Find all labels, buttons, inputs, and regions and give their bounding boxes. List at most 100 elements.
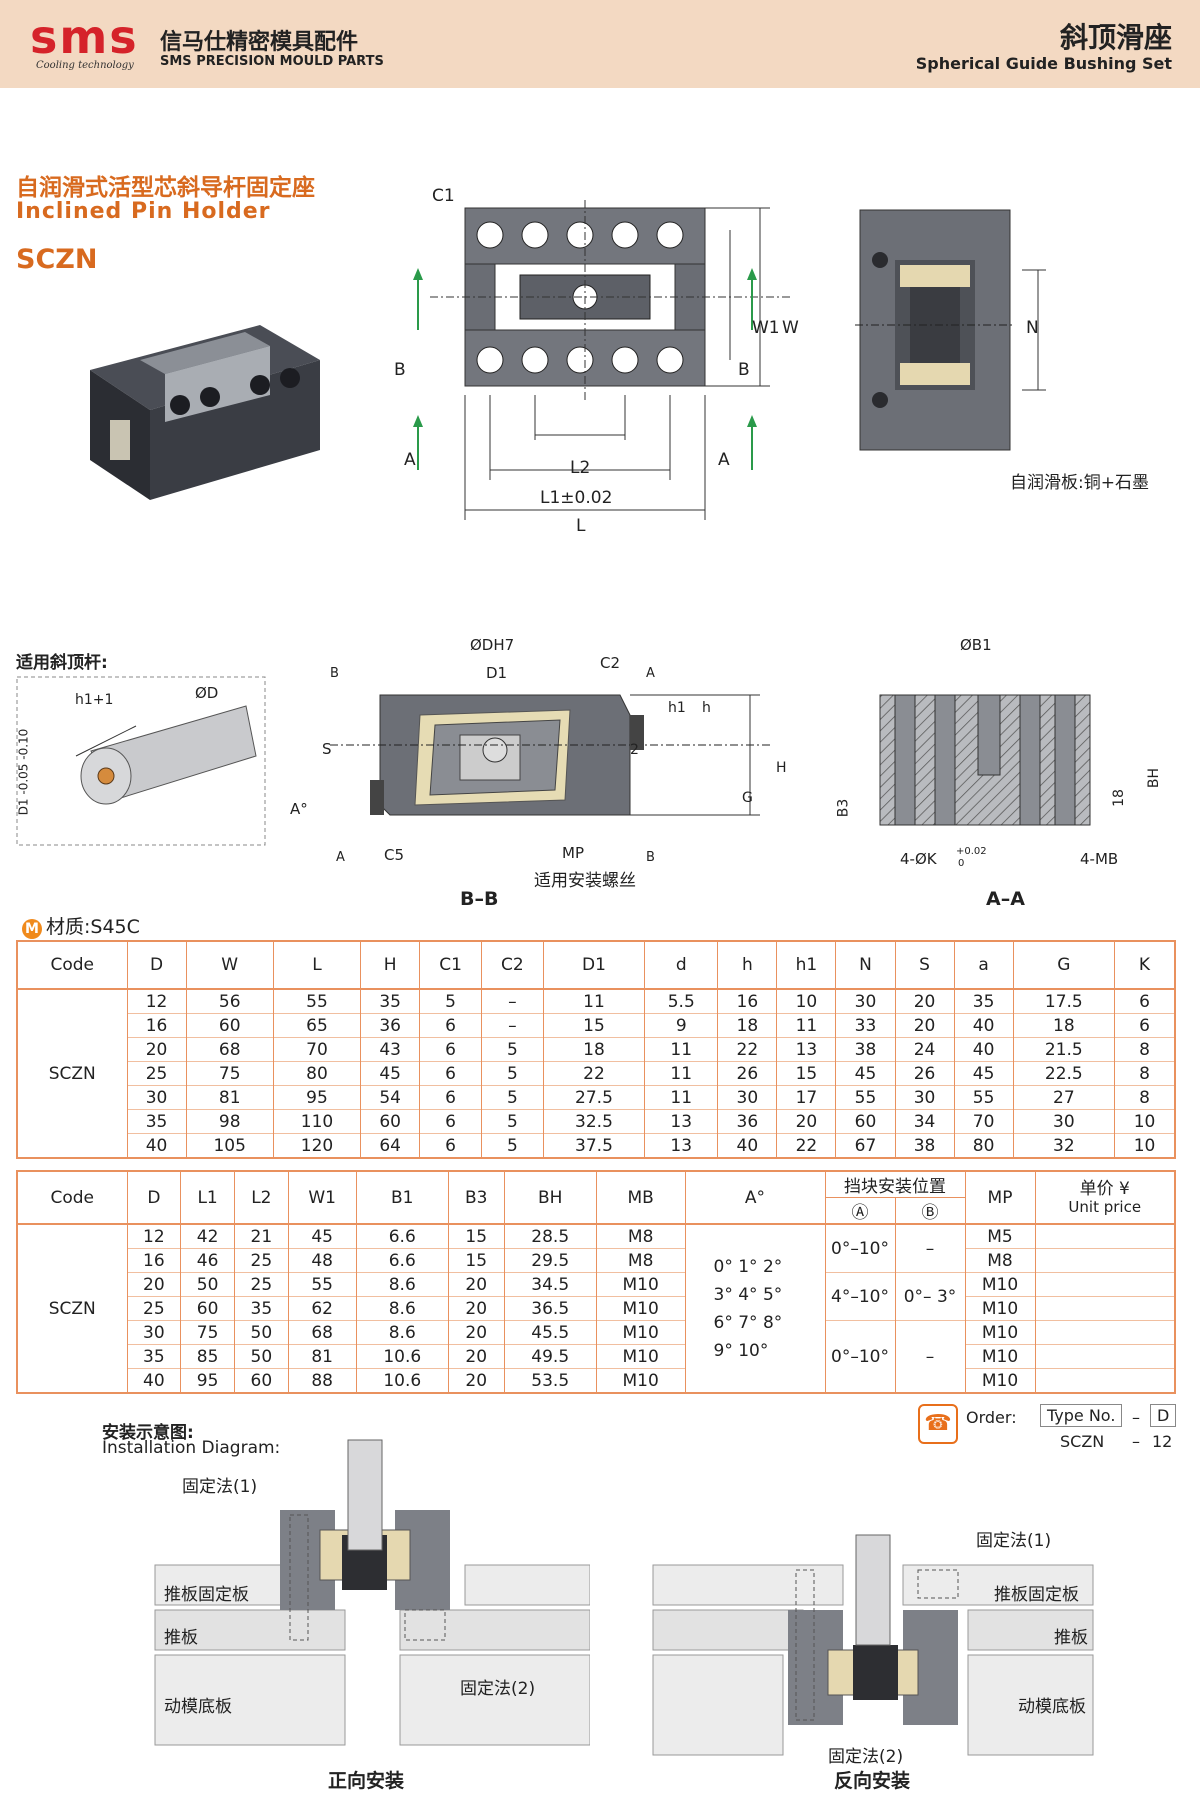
t1-header-cell: H <box>360 941 421 990</box>
t1-cell: 55 <box>272 989 362 1014</box>
t2-cell: 45.5 <box>503 1320 597 1345</box>
section-mark-a-right: A <box>718 450 730 470</box>
pin-drawing-title: 适用斜顶杆: <box>16 653 108 673</box>
t1-cell: 25 <box>126 1061 187 1086</box>
spec-table-2: Code D L1 L2 W1 B1 B3 BH MB A° 挡块安装位置 MP… <box>16 1170 1176 1394</box>
t2-header-mp: MP <box>964 1171 1036 1225</box>
bb-dim-g: G <box>742 790 753 806</box>
order-dash: – <box>1132 1408 1140 1427</box>
t2-cell: 20 <box>447 1320 505 1345</box>
t1-cell: 20 <box>126 1037 187 1062</box>
material-text: 材质:S45C <box>46 916 140 938</box>
t2-angle-cell: 0° 1° 2°3° 4° 5°6° 7° 8°9° 10° <box>684 1224 826 1393</box>
t1-header-cell: N <box>835 941 896 990</box>
install-left-plate1: 推板固定板 <box>164 1585 249 1605</box>
t1-cell: 11 <box>644 1061 719 1086</box>
install-right-plate2: 推板 <box>1054 1628 1088 1648</box>
t1-cell: 10 <box>1114 1109 1176 1134</box>
t2-header-w1: W1 <box>287 1171 357 1225</box>
t2-block-a-cell: 4°–10° <box>824 1272 896 1321</box>
t1-cell: 26 <box>717 1061 778 1086</box>
t1-cell: – <box>480 989 544 1014</box>
t2-angle-line: 9° 10° <box>713 1340 769 1361</box>
bb-dim-h1: h1 <box>668 700 686 716</box>
t1-cell: 15 <box>776 1061 837 1086</box>
t2-code-cell: SCZN <box>16 1224 128 1393</box>
t1-cell: 110 <box>272 1109 362 1134</box>
t1-cell: 40 <box>953 1013 1014 1038</box>
t1-cell: 65 <box>272 1013 362 1038</box>
t2-cell: M10 <box>595 1320 686 1345</box>
t1-cell: 35 <box>360 989 421 1014</box>
t1-cell: 60 <box>835 1109 896 1134</box>
bb-screw-note: 适用安装螺丝 <box>534 871 636 891</box>
t1-cell: 98 <box>185 1109 274 1134</box>
t1-cell: 45 <box>360 1061 421 1086</box>
t2-cell: 85 <box>180 1344 235 1369</box>
aa-dim-mb: 4-MB <box>1080 850 1119 868</box>
phone-icon: ☎ <box>918 1404 958 1444</box>
install-right-caption: 反向安装 <box>834 1770 911 1792</box>
t1-cell: 70 <box>953 1109 1014 1134</box>
t2-cell: M10 <box>595 1272 686 1297</box>
t2-block-b-cell: – <box>894 1320 966 1393</box>
pin-dim-h1: h1+1 <box>75 692 114 708</box>
t2-mp-cell: M10 <box>964 1272 1036 1297</box>
t2-price-cell <box>1034 1344 1176 1369</box>
t1-cell: 22.5 <box>1012 1061 1116 1086</box>
t2-header-l2: L2 <box>233 1171 289 1225</box>
install-left-method1: 固定法(1) <box>182 1477 258 1497</box>
t2-cell: 68 <box>287 1320 357 1345</box>
t2-cell: 15 <box>447 1224 505 1249</box>
install-right-plate3: 动模底板 <box>1018 1697 1086 1717</box>
t1-cell: 105 <box>185 1133 274 1158</box>
t1-cell: 22 <box>776 1133 837 1158</box>
top-view-drawing <box>413 200 790 520</box>
t1-cell: 13 <box>776 1037 837 1062</box>
t1-cell: 11 <box>776 1013 837 1038</box>
t2-header-b1: B1 <box>355 1171 449 1225</box>
t1-cell: 30 <box>126 1085 187 1110</box>
t1-header-cell: D <box>126 941 187 990</box>
t2-cell: 28.5 <box>503 1224 597 1249</box>
t1-cell: 21.5 <box>1012 1037 1116 1062</box>
t1-cell: 11 <box>644 1037 719 1062</box>
t1-header-cell: K <box>1114 941 1176 990</box>
t1-cell: 10 <box>1114 1133 1176 1158</box>
t1-cell: 13 <box>644 1109 719 1134</box>
t1-cell: 43 <box>360 1037 421 1062</box>
t2-header-angle: A° <box>684 1171 826 1225</box>
t1-cell: 5 <box>480 1133 544 1158</box>
aa-dim-b3: B3 <box>835 798 852 818</box>
install-left-plate2: 推板 <box>164 1628 198 1648</box>
t1-cell: 20 <box>776 1109 837 1134</box>
t1-cell: 16 <box>126 1013 187 1038</box>
order-d-label: D <box>1150 1404 1177 1427</box>
t2-cell: 48 <box>287 1248 357 1273</box>
install-title-cn: 安装示意图: <box>102 1423 194 1443</box>
t1-cell: 34 <box>894 1109 955 1134</box>
t1-cell: 18 <box>717 1013 778 1038</box>
t1-cell: 17 <box>776 1085 837 1110</box>
t2-cell: 62 <box>287 1296 357 1321</box>
t2-cell: M8 <box>595 1248 686 1273</box>
t1-cell: 10 <box>776 989 837 1014</box>
t1-cell: 40 <box>717 1133 778 1158</box>
t1-cell: 12 <box>126 989 187 1014</box>
bb-callout-b-top: B <box>330 666 339 681</box>
t1-cell: 40 <box>953 1037 1014 1062</box>
t2-cell: 45 <box>287 1224 357 1249</box>
t2-mp-cell: M10 <box>964 1296 1036 1321</box>
t1-cell: 13 <box>644 1133 719 1158</box>
bb-callout-b-bottom: B <box>646 850 655 865</box>
t2-cell: 30 <box>126 1320 182 1345</box>
t1-cell: 120 <box>272 1133 362 1158</box>
install-reverse-drawing <box>652 1534 1094 1756</box>
t1-cell: 95 <box>272 1085 362 1110</box>
t1-header-cell: h1 <box>776 941 837 990</box>
